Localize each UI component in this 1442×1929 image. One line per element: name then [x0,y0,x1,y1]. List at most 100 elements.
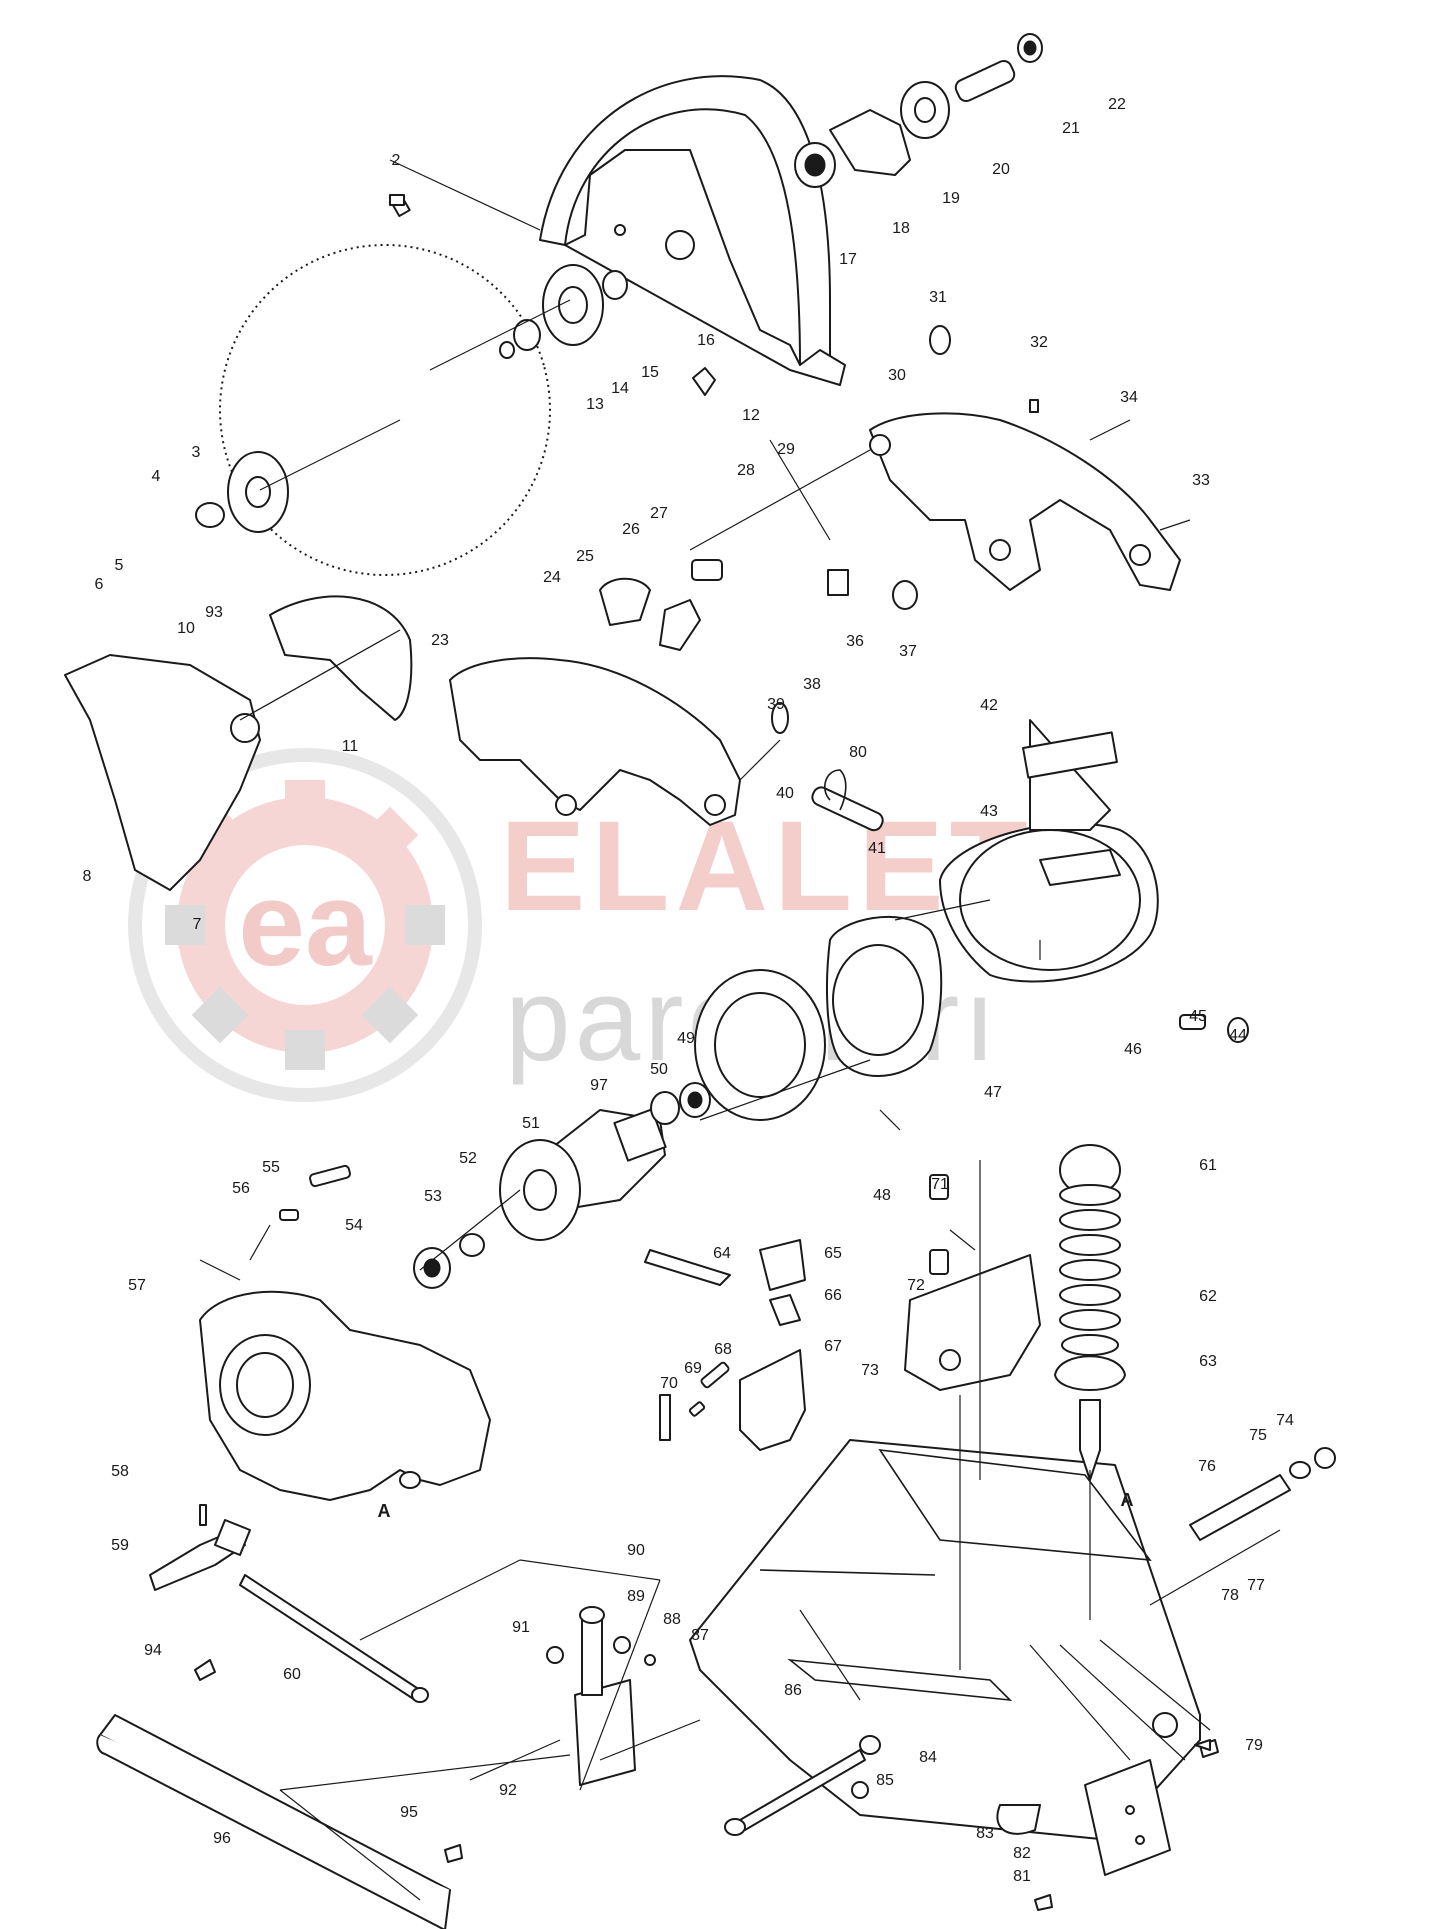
motor-housing-43 [939,719,1159,983]
callout-54: 54 [345,1217,363,1234]
callout-85: 85 [876,1772,894,1789]
watermark: ea ELALETİ parçaları [128,748,1069,1102]
callout-86: 86 [784,1682,802,1699]
shaft-76 [1189,1447,1336,1541]
callout-3: 3 [192,444,201,461]
callout-71: 71 [931,1176,949,1193]
vise-59 [149,1519,251,1591]
callout-42: 42 [980,697,998,714]
callout-76: 76 [1198,1458,1216,1475]
callout-52: 52 [459,1150,477,1167]
callout-14: 14 [611,380,629,397]
field-coil-47 [826,916,943,1077]
callout-56: 56 [232,1180,250,1197]
callout-84: 84 [919,1749,937,1766]
callout-26: 26 [622,521,640,538]
callout-90: 90 [627,1542,645,1559]
mount-92 [574,1606,636,1786]
callout-36: 36 [846,633,864,650]
callout-81: 81 [1013,1868,1031,1885]
handle-23 [449,657,741,826]
gear-housing-57 [199,1290,491,1501]
callout-21: 21 [1062,120,1080,137]
callout-17: 17 [839,251,857,268]
callout-62: 62 [1199,1288,1217,1305]
callout-92: 92 [499,1782,517,1799]
blade-dotted [219,244,551,576]
callout-13: 13 [586,396,604,413]
leader-lines [199,159,1281,1901]
reference-mark-a-right: A [1121,1490,1134,1510]
callout-61: 61 [1199,1157,1217,1174]
reference-mark-a-left: A [378,1501,391,1521]
callout-83: 83 [976,1825,994,1842]
callout-64: 64 [713,1245,731,1262]
callout-97: 97 [590,1077,608,1094]
callout-93: 93 [205,604,223,621]
callout-82: 82 [1013,1845,1031,1862]
callout-16: 16 [697,332,715,349]
callout-94: 94 [144,1642,162,1659]
handle-30 [869,412,1181,591]
callout-51: 51 [522,1115,540,1132]
small-fasteners-top [389,194,1039,413]
watermark-gear-icon [165,780,445,1070]
callout-24: 24 [543,569,561,586]
callout-48: 48 [873,1187,891,1204]
switch-parts [599,559,918,734]
callout-58: 58 [111,1463,129,1480]
callout-73: 73 [861,1362,879,1379]
callout-96: 96 [213,1830,231,1847]
callout-57: 57 [128,1277,146,1294]
callout-6: 6 [95,576,104,593]
callout-47: 47 [984,1084,1002,1101]
brush-parts [811,769,1249,1043]
callout-12: 12 [742,407,760,424]
callout-70: 70 [660,1375,678,1392]
callout-18: 18 [892,220,910,237]
callout-89: 89 [627,1588,645,1605]
callout-28: 28 [737,462,755,479]
bolt-85 [724,1735,881,1836]
callout-78: 78 [1221,1587,1239,1604]
callout-45: 45 [1189,1008,1207,1025]
callout-23: 23 [431,632,449,649]
callout-63: 63 [1199,1353,1217,1370]
callout-67: 67 [824,1338,842,1355]
armature-51 [413,1082,711,1289]
callout-49: 49 [677,1030,695,1047]
gearbox-parts [794,33,1043,188]
callout-50: 50 [650,1061,668,1078]
callout-43: 43 [980,803,998,820]
callout-65: 65 [824,1245,842,1262]
flanges-blade-side [195,196,628,533]
callout-72: 72 [907,1277,925,1294]
callout-11: 11 [342,738,359,755]
callout-32: 32 [1030,334,1048,351]
lower-guard-7 [64,595,413,891]
spring-61 [1054,1144,1126,1481]
upper-blade-guard [539,75,846,386]
callout-66: 66 [824,1287,842,1304]
chip-deflector-81 [1084,1759,1171,1876]
callout-33: 33 [1192,472,1210,489]
callout-91: 91 [512,1619,530,1636]
fence-73 [904,1254,1041,1391]
callout-5: 5 [115,557,124,574]
guide-plate-96 [96,1714,451,1929]
callout-22: 22 [1108,96,1126,113]
callout-46: 46 [1124,1041,1142,1058]
callout-39: 39 [767,696,785,713]
callout-2: 2 [392,152,401,169]
callout-37: 37 [899,643,917,660]
callout-79: 79 [1245,1737,1263,1754]
callout-55: 55 [262,1159,280,1176]
callout-8: 8 [83,868,92,885]
callouts: 2 3 4 5 6 7 8 10 11 12 13 14 15 16 17 18… [83,96,1294,1885]
baffle-49 [694,969,826,1121]
callout-75: 75 [1249,1427,1267,1444]
callout-4: 4 [152,468,161,485]
callout-19: 19 [942,190,960,207]
callout-69: 69 [684,1360,702,1377]
